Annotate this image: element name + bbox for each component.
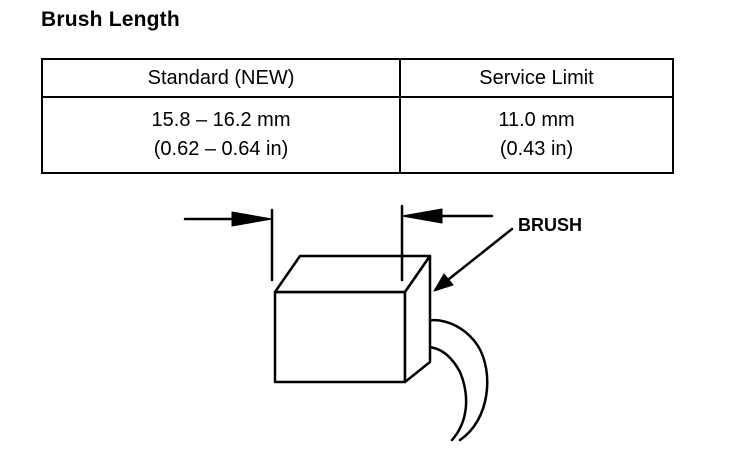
table-header-row: Standard (NEW) Service Limit bbox=[41, 58, 674, 98]
table-row: 15.8 – 16.2 mm (0.62 – 0.64 in) 11.0 mm … bbox=[41, 96, 674, 174]
header-standard: Standard (NEW) bbox=[41, 58, 401, 98]
brush-callout-label: BRUSH bbox=[518, 215, 583, 235]
arrow-head-right bbox=[401, 208, 443, 224]
standard-metric-value: 15.8 – 16.2 mm bbox=[151, 109, 291, 131]
brush-leader-line bbox=[442, 227, 514, 285]
service-limit-metric-value: 11.0 mm bbox=[498, 109, 575, 131]
cell-service-limit: 11.0 mm (0.43 in) bbox=[399, 96, 674, 174]
brush-side-face bbox=[403, 254, 432, 384]
brush-top-face bbox=[273, 254, 432, 294]
arrow-head-left bbox=[231, 211, 273, 227]
cell-standard: 15.8 – 16.2 mm (0.62 – 0.64 in) bbox=[41, 96, 401, 174]
standard-imperial-value: (0.62 – 0.64 in) bbox=[153, 138, 289, 160]
service-limit-imperial-value: (0.43 in) bbox=[499, 138, 574, 160]
leader-arrow-head bbox=[433, 273, 454, 292]
header-service-limit: Service Limit bbox=[399, 58, 674, 98]
brush-length-table: Standard (NEW) Service Limit 15.8 – 16.2… bbox=[41, 58, 674, 174]
brush-front-face bbox=[273, 290, 407, 384]
section-heading: Brush Length bbox=[41, 8, 180, 31]
